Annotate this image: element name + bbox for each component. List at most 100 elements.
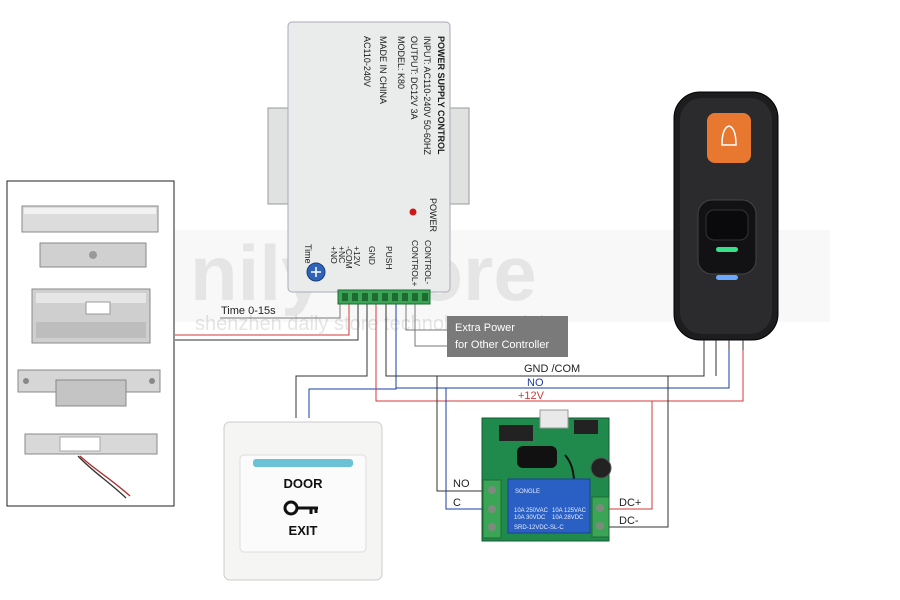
relay-model: SRD-12VDC-SL-C xyxy=(514,525,564,531)
relay-ic xyxy=(574,420,598,434)
wire-relay-dcminus xyxy=(608,376,669,528)
fingerprint-sensor xyxy=(705,209,749,241)
electric-strike xyxy=(17,369,161,407)
psu-terminal-labels: +NO -COM +NC +12V GND PUSH CONTROL+ CONT… xyxy=(329,240,433,287)
cabinet-lock-label xyxy=(59,436,101,452)
terminal-screw-dcplus xyxy=(596,504,604,512)
reader-led-green xyxy=(716,247,738,252)
psu-input: INPUT: AC110-240V 50-60HZ xyxy=(422,36,432,155)
reader-led-blue xyxy=(716,275,738,280)
relay-spec1: 10A 250VAC xyxy=(514,508,549,514)
psu-model: MODEL: K80 xyxy=(396,36,406,89)
wire-12v xyxy=(375,300,744,402)
relay-antenna-coil xyxy=(517,446,557,468)
exit-button-top-text: DOOR xyxy=(284,476,324,491)
psu-output: OUTPUT: DC12V 3A xyxy=(409,36,419,120)
boltlock-bottom xyxy=(36,322,146,338)
relay-spec2: 10A 125VAC xyxy=(552,508,587,514)
terminal-label-12v: +12V xyxy=(352,246,362,266)
reader-wire-stubs xyxy=(703,340,744,350)
fingerprint-reader xyxy=(673,91,779,350)
boltlock-top xyxy=(36,293,146,303)
maglock-highlight xyxy=(24,208,156,214)
wire-extra-2 xyxy=(414,300,447,347)
extra-power-line1: Extra Power xyxy=(455,322,515,334)
cabinet-lock-wire-red xyxy=(79,455,131,497)
strike-screw-right xyxy=(149,378,155,384)
wire-relay-no xyxy=(436,376,490,492)
psu-made-in: MADE IN CHINA xyxy=(378,36,388,104)
terminal-label-no: +NO xyxy=(329,246,339,264)
terminal-screw-nc xyxy=(488,523,496,531)
magnetic-lock xyxy=(21,205,159,268)
time-range-label: Time 0-15s xyxy=(221,305,276,317)
relay-no-label: NO xyxy=(453,478,470,490)
power-supply: POWER SUPPLY CONTROL INPUT: AC110-240V 5… xyxy=(267,21,470,305)
plus12v-label: +12V xyxy=(518,390,545,402)
strike-screw-left xyxy=(23,378,29,384)
wire-relay-c xyxy=(445,388,490,510)
wire-lock-red xyxy=(175,300,350,336)
terminal-label-gnd: GND xyxy=(367,246,377,265)
extra-power-line2: for Other Controller xyxy=(455,339,549,351)
exit-button-bottom-text: EXIT xyxy=(289,523,318,538)
terminal-label-com: -COM xyxy=(344,246,354,269)
bell-icon xyxy=(721,125,737,146)
wire-extra-1 xyxy=(405,300,447,331)
exit-button-stripe xyxy=(253,459,353,467)
relay-cube xyxy=(507,478,591,534)
strike-body xyxy=(55,379,127,407)
bolt-lock xyxy=(31,288,151,344)
time-label: Time xyxy=(303,244,313,264)
relay-crystal xyxy=(539,409,569,429)
reader-bell-button xyxy=(707,113,751,163)
lock-panel-frame xyxy=(6,180,175,507)
wire-exit-2 xyxy=(308,300,397,418)
psu-left-bracket xyxy=(267,107,291,205)
power-led xyxy=(409,208,417,216)
wire-gnd-com xyxy=(385,300,705,377)
boltlock-label xyxy=(85,301,111,315)
extra-power-box: Extra Power for Other Controller xyxy=(447,316,568,357)
terminal-label-control-minus: CONTROL- xyxy=(423,240,433,285)
exit-button-module: DOOR EXIT xyxy=(223,421,383,581)
no-label: NO xyxy=(527,377,544,389)
wire-exit-1 xyxy=(295,300,368,418)
cabinet-lock-wire-black xyxy=(77,455,127,499)
relay-capacitor xyxy=(590,457,612,479)
extra-power-bg xyxy=(447,316,568,357)
terminal-screw-dcminus xyxy=(596,522,604,530)
exit-button-face[interactable] xyxy=(239,454,367,553)
relay-board: SONGLE 10A 250VAC 10A 125VAC 10A 30VDC 1… xyxy=(481,409,612,542)
terminal-label-push: PUSH xyxy=(384,246,394,270)
terminal-screw-no xyxy=(488,486,496,494)
gnd-com-label: GND /COM xyxy=(524,363,580,375)
relay-chip xyxy=(499,425,533,441)
maglock-screw xyxy=(89,251,97,259)
psu-terminal-screws xyxy=(342,293,428,301)
psu-ac-label: AC110-240V xyxy=(362,36,372,87)
wire-time xyxy=(220,300,341,319)
relay-c-label: C xyxy=(453,497,461,509)
terminal-label-nc: +NC xyxy=(337,246,347,263)
terminal-screw-c xyxy=(488,505,496,513)
relay-spec3: 10A 30VDC xyxy=(514,515,546,521)
psu-label: POWER SUPPLY CONTROL INPUT: AC110-240V 5… xyxy=(362,36,446,155)
wire-relay-dcplus xyxy=(608,401,653,510)
wire-lock-dark xyxy=(175,300,359,341)
psu-title: POWER SUPPLY CONTROL xyxy=(436,36,446,155)
power-led-label: POWER xyxy=(428,198,438,233)
relay-dcminus-label: DC- xyxy=(619,515,639,527)
time-knob-slot xyxy=(311,267,321,277)
wire-no xyxy=(396,345,730,389)
lock-panel xyxy=(6,180,175,507)
wires xyxy=(175,300,744,528)
relay-terminal-right xyxy=(591,496,610,538)
relay-spec4: 10A 28VDC xyxy=(552,515,584,521)
relay-dcplus-label: DC+ xyxy=(619,497,641,509)
cabinet-lock xyxy=(24,433,158,499)
key-icon xyxy=(283,500,318,516)
terminal-label-control-plus: CONTROL+ xyxy=(410,240,420,287)
